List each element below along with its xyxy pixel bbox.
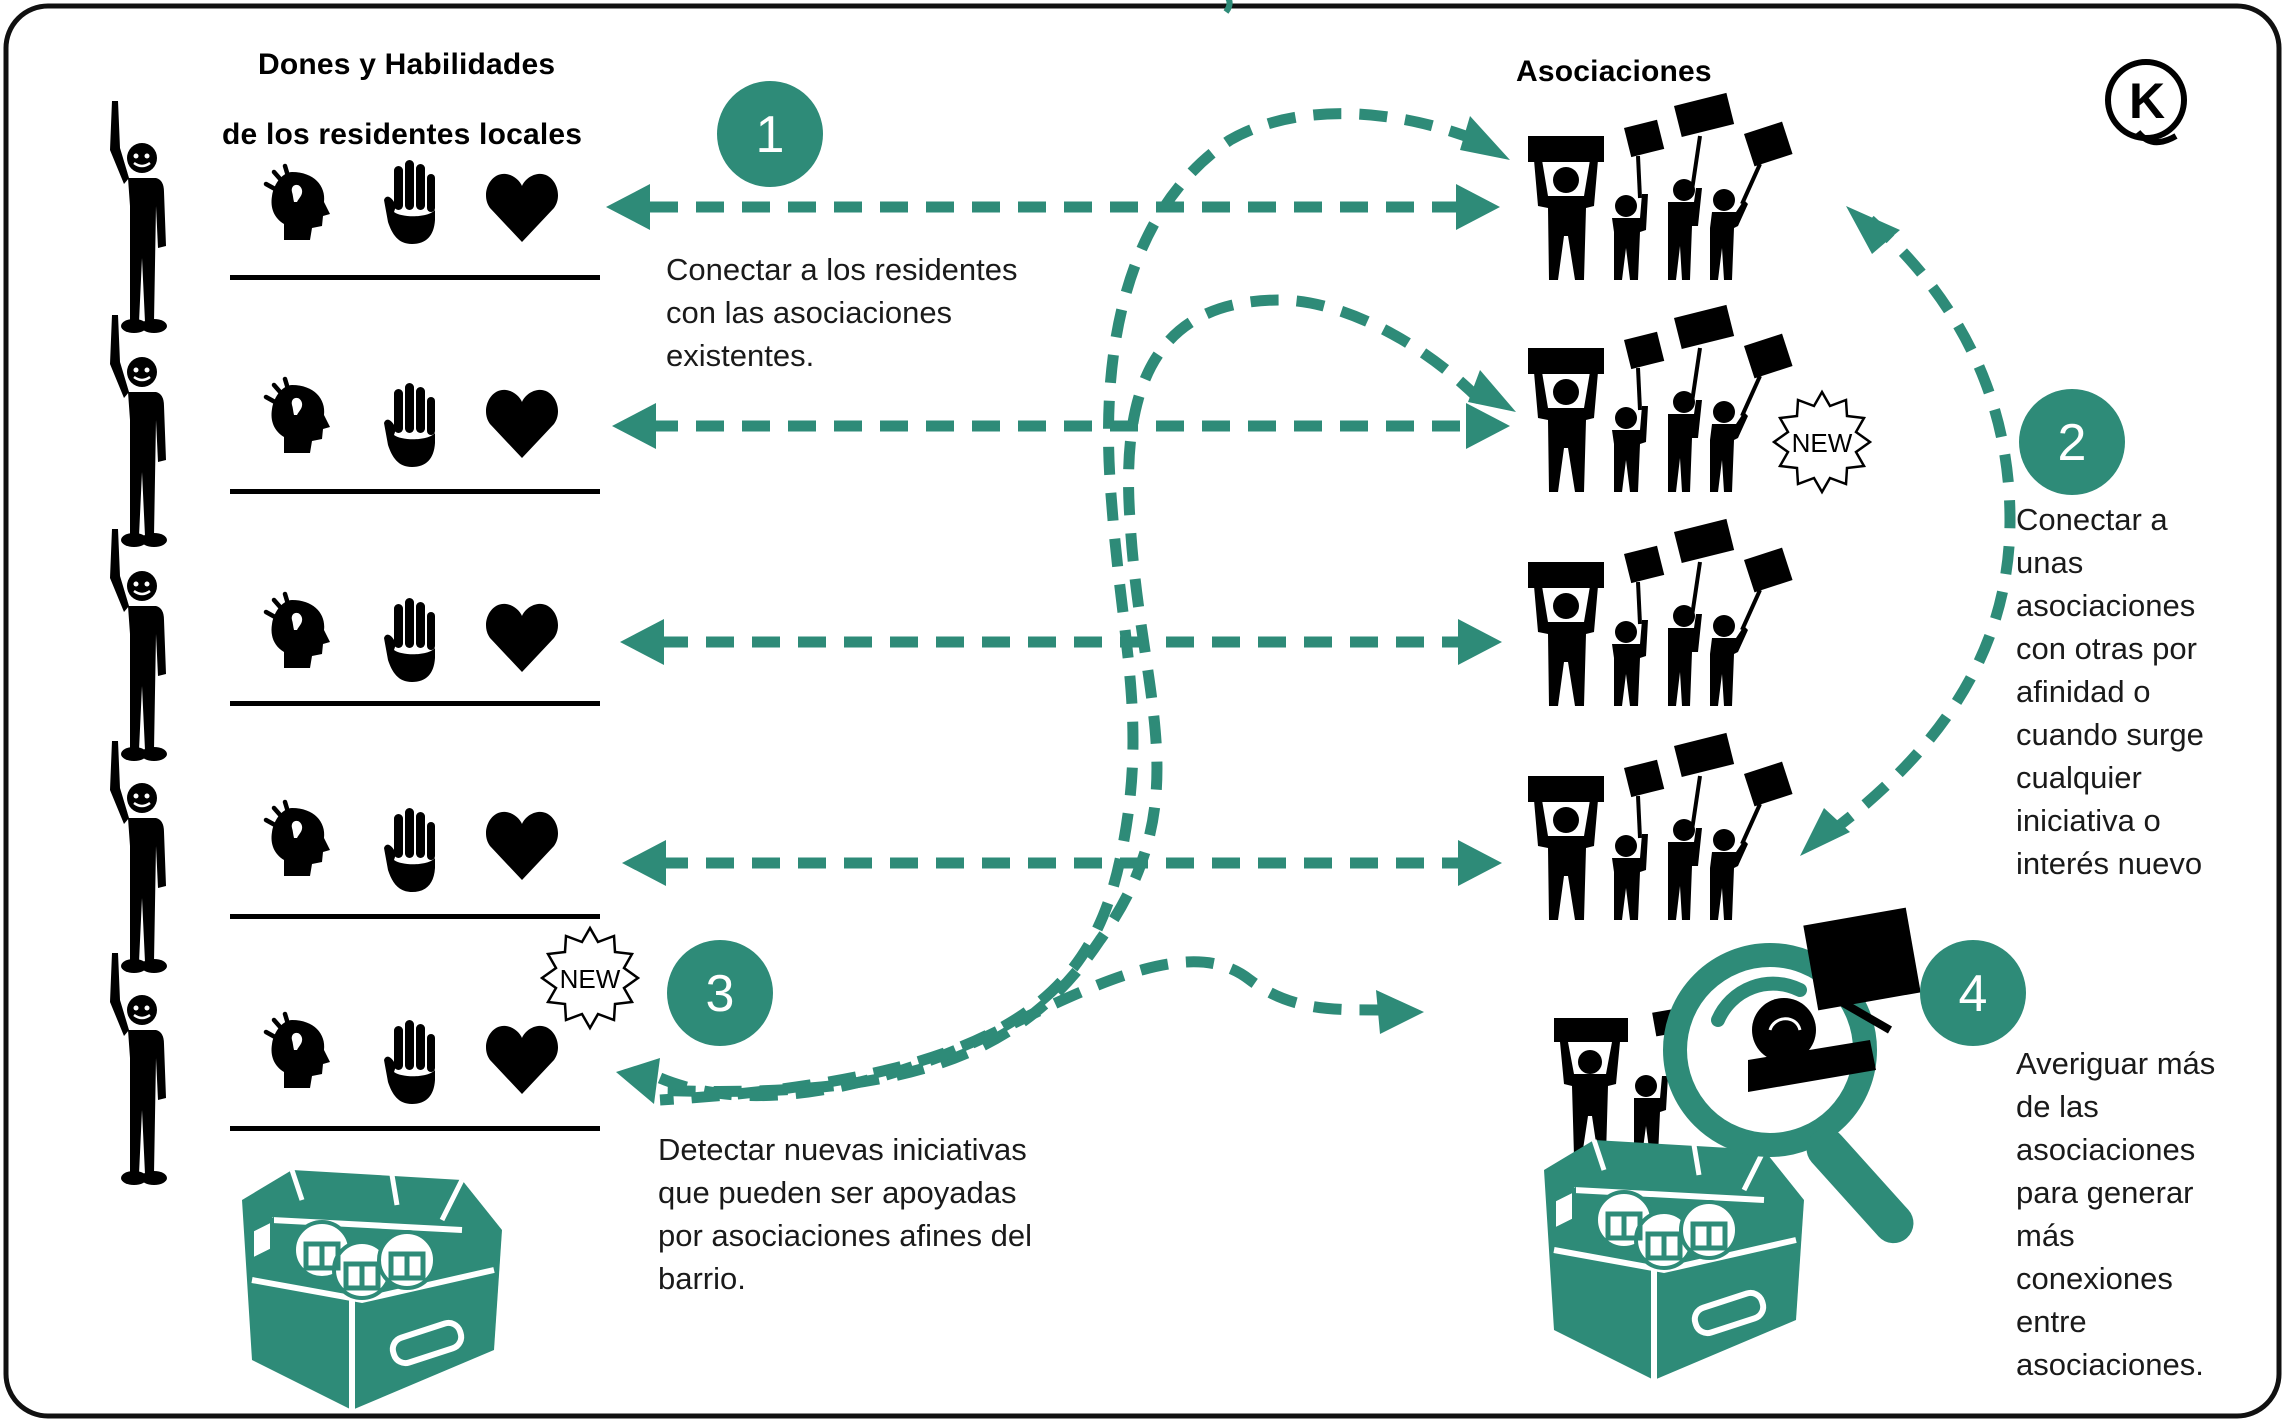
step-2-line: cualquier [2016,760,2142,795]
divider-line [230,275,600,280]
connectors [649,108,2016,1106]
left-header-line-2: de los residentes locales [222,118,583,151]
step-2-description: Conectar a unas asociaciones con otras p… [2016,498,2204,885]
step-4-description: Averiguar más de las asociaciones para g… [2016,1042,2215,1386]
step-2-line: unas [2016,545,2084,580]
waving-person-icon [108,951,169,1187]
step-badge-1: 1 [717,81,823,187]
step-2-line: interés nuevo [2016,846,2203,881]
step-3-line: Detectar nuevas iniciativas [658,1132,1027,1167]
resident-row-4 [108,739,600,975]
divider-line [230,914,600,919]
heart-icon [485,173,559,242]
waving-person-icon [108,313,169,549]
idea-head-icon [266,802,330,876]
hand-icon [384,383,435,467]
treasure-chest-icon [242,1170,502,1410]
step-4-line: conexiones [2016,1261,2173,1296]
step-2-line: iniciativa o [2016,803,2161,838]
step-4-line: más [2016,1218,2075,1253]
connector-curve-2 [1816,215,2016,845]
heart-icon [485,1025,559,1094]
waving-person-icon [108,739,169,975]
step-1-line: Conectar a los residentes [666,252,1018,287]
step-2-line: con otras por [2016,631,2197,666]
step-2-line: Conectar a [2016,502,2168,537]
step-3-line: que pueden ser apoyadas [658,1175,1017,1210]
step-1-description: Conectar a los residentes con las asocia… [666,248,1018,377]
svg-text:4: 4 [1959,965,1988,1023]
idea-head-icon [266,1014,330,1088]
hand-icon [384,1020,435,1104]
new-badge-label: NEW [1792,428,1853,458]
step-4-line: Averiguar más [2016,1046,2216,1081]
connector-s-curve-2 [649,294,1484,1097]
idea-head-icon [266,166,330,240]
step-3-description: Detectar nuevas iniciativas que pueden s… [658,1128,1032,1300]
step-badge-4: 4 [1920,940,2026,1046]
protest-group-icon [1526,516,1795,708]
frame-border [3,3,2282,1419]
magnifier-icon [1663,907,1921,1244]
step-3-line: barrio. [658,1261,746,1296]
protest-group-icon [1526,730,1795,922]
step-1-line: existentes. [666,338,815,373]
idea-head-icon [266,379,330,453]
treasure-chest-icon [1544,1140,1804,1380]
step-1-line: con las asociaciones [666,295,953,330]
svg-text:1: 1 [756,106,785,164]
protest-group-icon [1526,90,1795,282]
waving-person-icon [108,527,169,763]
step-4-line: asociaciones [2016,1132,2196,1167]
resident-row-1 [108,99,600,335]
heart-icon [485,389,559,458]
resident-row-3 [108,527,600,763]
right-header: Asociaciones [1516,55,1712,88]
svg-text:3: 3 [706,965,735,1023]
new-badge-label: NEW [560,964,621,994]
idea-head-icon [266,594,330,668]
divider-line [230,701,600,706]
hand-icon [384,160,435,244]
step-2-line: afinidad o [2016,674,2151,709]
waving-person-icon [108,99,169,335]
step-4-line: asociaciones. [2016,1347,2204,1382]
connector-s-curve-1 [659,108,1479,1106]
resident-row-5 [108,951,600,1187]
svg-text:2: 2 [2058,414,2087,472]
left-header-line-1: Dones y Habilidades [258,48,556,81]
hand-icon [384,808,435,892]
hand-icon [384,598,435,682]
connector-wave [657,956,1381,1102]
step-badge-3: 3 [667,940,773,1046]
step-4-line: para generar [2016,1175,2194,1210]
divider-line [230,489,600,494]
heart-icon [485,603,559,672]
resident-row-2 [108,313,600,549]
heart-icon [485,811,559,880]
logo-letter: K [2129,73,2165,129]
step-2-line: cuando surge [2016,717,2204,752]
protest-group-icon [1526,302,1795,494]
step-badge-2: 2 [2019,389,2125,495]
step-2-line: asociaciones [2016,588,2196,623]
divider-line [230,1126,600,1131]
step-4-line: entre [2016,1304,2087,1339]
logo-icon: K [2105,59,2187,145]
step-3-line: por asociaciones afines del [658,1218,1032,1253]
arrowheads [606,116,1900,1104]
step-4-line: de las [2016,1089,2099,1124]
